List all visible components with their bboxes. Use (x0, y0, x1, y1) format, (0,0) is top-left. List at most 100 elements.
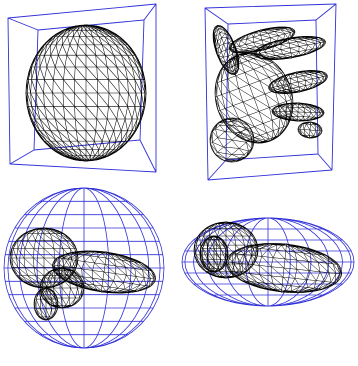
bone-socket-mesh-diagonal (213, 235, 223, 240)
bone-head-mesh-diagonal (219, 228, 227, 237)
bone-process-mesh-diagonal (51, 298, 57, 310)
sphere-mesh-diagonal (118, 106, 126, 120)
bone-head-mesh-diagonal (203, 228, 207, 237)
bounding-box-edge (207, 159, 227, 181)
bone-shaft-mesh-diagonal (250, 281, 269, 289)
sphere-mesh-diagonal (98, 29, 110, 37)
little-finger-mesh-diagonal (308, 116, 314, 121)
bone-head-mesh-diagonal (24, 267, 36, 276)
middle-finger-mesh-diagonal (273, 41, 277, 46)
little-finger-mesh-diagonal (275, 106, 277, 112)
wrist-mesh-diagonal (217, 137, 233, 141)
bone-process-mesh-diagonal (40, 298, 47, 310)
palm-mesh-diagonal (229, 91, 244, 103)
bone-head-mesh-diagonal (40, 229, 45, 234)
fingertip-mesh-diagonal (306, 121, 311, 125)
bone-head-mesh-diagonal (194, 254, 200, 265)
little-finger-mesh-silhouette (271, 102, 325, 122)
bone-socket-mesh-diagonal (213, 268, 222, 273)
bone-shaft-mesh-diagonal (283, 267, 296, 279)
bone-head-mesh-diagonal (27, 229, 35, 234)
bone-head-mesh-diagonal (234, 235, 245, 246)
thumb-mesh-diagonal (217, 46, 220, 54)
little-finger-mesh-diagonal (303, 107, 312, 113)
index-finger-mesh-diagonal (259, 31, 269, 34)
sphere-mesh-diagonal (50, 130, 63, 142)
bone-head-mesh-diagonal (222, 223, 227, 229)
sphere-mesh-diagonal (108, 149, 117, 157)
little-finger-mesh-diagonal (272, 110, 279, 117)
little-finger-mesh-diagonal (279, 111, 287, 117)
sphere-mesh-diagonal (85, 92, 98, 107)
sphere-mesh-diagonal (58, 149, 70, 157)
ring-finger-mesh-diagonal (292, 88, 300, 91)
bone-head-mesh-diagonal (52, 275, 56, 283)
ring-finger-mesh-diagonal (292, 74, 298, 78)
sphere-mesh-diagonal (62, 30, 68, 37)
bone-shaft-mesh-diagonal (94, 262, 105, 273)
bone-shaft-mesh-diagonal (308, 270, 317, 281)
bone-shaft-mesh-diagonal (296, 259, 310, 271)
sphere-mesh-diagonal (74, 118, 87, 131)
palm-mesh-diagonal (238, 56, 248, 61)
thumb-mesh-diagonal (234, 68, 239, 75)
sphere-mesh-diagonal (63, 79, 75, 94)
sphere-mesh-diagonal (104, 149, 110, 156)
bone-shaft-mesh-diagonal (128, 260, 143, 270)
palm-mesh-diagonal (253, 69, 270, 78)
little-finger-mesh-diagonal (275, 111, 283, 117)
bone-condyle-mesh-diagonal (41, 277, 44, 289)
sphere-mesh-diagonal (53, 79, 64, 94)
thumb-mesh-diagonal (221, 43, 224, 52)
sphere-mesh-diagonal (101, 141, 105, 150)
palm-mesh-diagonal (215, 83, 218, 97)
sphere-mesh-diagonal (67, 36, 71, 45)
bone-shaft-mesh-diagonal (130, 283, 133, 291)
bone-shaft-mesh-diagonal (113, 288, 118, 293)
sphere-mesh-diagonal (67, 149, 78, 157)
sphere-mesh-diagonal (34, 118, 45, 131)
ring-finger-mesh-diagonal (274, 76, 283, 82)
bone-shaft-mesh-diagonal (271, 275, 283, 286)
sphere-mesh-diagonal (127, 79, 137, 94)
palm-mesh-diagonal (242, 101, 259, 112)
sphere-mesh-diagonal (98, 36, 110, 46)
sphere-mesh-diagonal (108, 92, 119, 107)
bone-shaft-mesh-diagonal (105, 257, 116, 267)
ring-finger-mesh-diagonal (321, 71, 328, 76)
sphere-mesh-diagonal (141, 92, 144, 107)
sphere-mesh-diagonal (50, 140, 63, 150)
bone-shaft-mesh-diagonal (260, 243, 270, 249)
sphere-mesh-diagonal (74, 106, 87, 120)
palm-mesh-diagonal (260, 135, 270, 140)
sphere-mesh-diagonal (121, 44, 133, 56)
sphere-mesh-diagonal (104, 36, 117, 46)
thumb-mesh-diagonal (215, 28, 219, 37)
ring-finger-mesh-diagonal (274, 91, 288, 94)
bone-head-mesh-diagonal (194, 245, 197, 255)
wrist-mesh-diagonal (217, 122, 220, 126)
bone-condyle-mesh-diagonal (61, 297, 67, 306)
bone-shaft-mesh-diagonal (245, 280, 265, 289)
middle-finger-mesh-diagonal (262, 42, 272, 48)
sphere-mesh-silhouette (25, 24, 147, 162)
bone-shaft-mesh-diagonal (102, 279, 111, 288)
ring-finger-mesh-diagonal (277, 86, 287, 90)
bone-shaft-mesh-diagonal (321, 281, 332, 290)
bone-shaft-mesh-diagonal (286, 245, 295, 253)
bone-shaft-mesh-diagonal (306, 247, 326, 256)
sphere-mesh-diagonal (74, 66, 87, 80)
bone-socket-mesh-silhouette (199, 235, 229, 273)
index-finger-mesh-diagonal (235, 35, 245, 42)
fingertip-mesh-diagonal (297, 128, 303, 136)
wrist-mesh-diagonal (212, 123, 219, 132)
bone-head-mesh-diagonal (50, 233, 61, 241)
bone-shaft-mesh-diagonal (67, 259, 73, 268)
bone-head-mesh-diagonal (33, 248, 45, 259)
bone-condyle-mesh-diagonal (69, 277, 78, 289)
sphere-mesh-diagonal (55, 149, 68, 157)
bone-head-mesh-diagonal (17, 233, 25, 241)
bone-shaft-mesh-diagonal (77, 250, 89, 255)
bone-condyle-mesh-diagonal (44, 270, 52, 279)
little-finger-mesh-diagonal (286, 103, 290, 108)
